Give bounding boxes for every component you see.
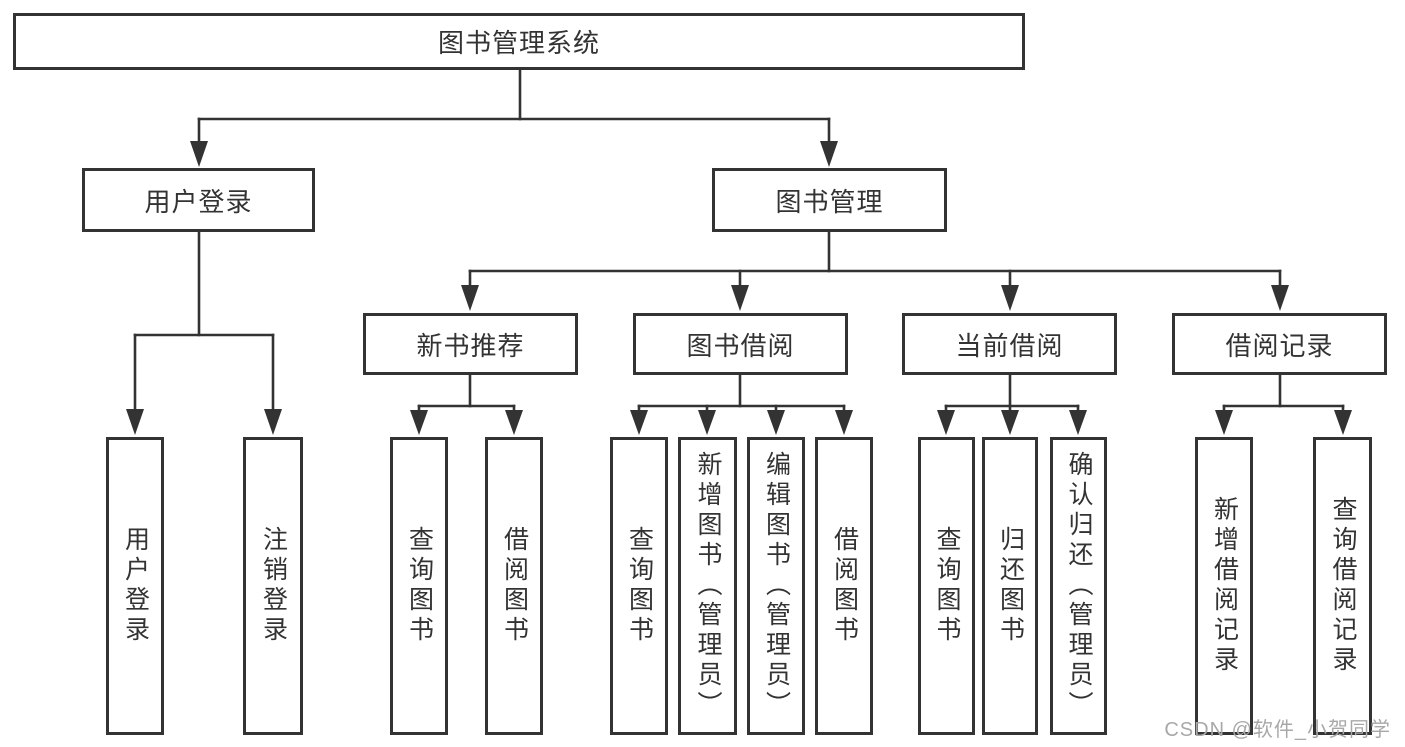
node-leaf-edit-books-admin-label: 编辑图书（管理员） — [762, 451, 791, 721]
connector-root-to-level2 — [190, 67, 838, 167]
node-leaf-add-borrow-record: 新增借阅记录 — [1195, 437, 1253, 735]
node-leaf-edit-books-admin: 编辑图书（管理员） — [747, 437, 805, 735]
node-leaf-query-borrow-record: 查询借阅记录 — [1313, 437, 1372, 735]
node-current-borrowing: 当前借阅 — [902, 313, 1117, 375]
node-library-management-system-label: 图书管理系统 — [437, 28, 600, 58]
node-leaf-user-login: 用户登录 — [106, 437, 164, 735]
arrowhead-borrow-books-1 — [505, 410, 523, 435]
node-leaf-confirm-return-admin: 确认归还（管理员） — [1050, 437, 1107, 735]
node-leaf-query-books-1: 查询图书 — [390, 437, 448, 735]
node-leaf-return-books: 归还图书 — [982, 437, 1038, 735]
node-leaf-query-borrow-record-label: 查询借阅记录 — [1329, 496, 1357, 676]
arrowhead-logout — [264, 409, 282, 435]
arrowhead-add-borrow-record — [1215, 410, 1233, 435]
node-leaf-query-books-3: 查询图书 — [918, 437, 975, 735]
node-leaf-query-books-2-label: 查询图书 — [625, 526, 654, 646]
node-leaf-add-books-admin-label: 新增图书（管理员） — [694, 451, 722, 721]
arrowhead-edit-books-admin — [767, 410, 785, 435]
csdn-watermark: CSDN @软件_小贺同学 — [1164, 719, 1391, 741]
node-leaf-borrow-books-1-label: 借阅图书 — [500, 526, 529, 646]
node-user-login: 用户登录 — [82, 168, 315, 232]
node-book-borrowing: 图书借阅 — [633, 313, 848, 375]
node-leaf-user-login-label: 用户登录 — [121, 526, 150, 646]
node-leaf-borrow-books-1: 借阅图书 — [485, 437, 543, 735]
arrowhead-query-borrow-record — [1334, 410, 1352, 435]
node-user-login-label: 用户登录 — [144, 186, 253, 217]
node-leaf-add-books-admin: 新增图书（管理员） — [678, 437, 737, 735]
connector-new-book-recommend-children — [410, 373, 523, 435]
node-leaf-query-books-1-label: 查询图书 — [405, 526, 434, 646]
node-current-borrowing-label: 当前借阅 — [955, 330, 1064, 361]
arrowhead-user-login-leaf — [126, 409, 144, 435]
node-leaf-query-books-2: 查询图书 — [610, 437, 668, 735]
connector-user-login-children — [126, 230, 282, 435]
arrowhead-book-management — [820, 141, 838, 167]
connector-borrowing-records-children — [1215, 373, 1352, 435]
arrowhead-query-books-3 — [937, 410, 955, 435]
connector-book-management-children — [461, 230, 1289, 311]
connector-current-borrowing-children — [937, 373, 1087, 435]
node-book-management-label: 图书管理 — [775, 186, 884, 217]
connector-book-borrowing-children — [630, 373, 853, 435]
node-leaf-logout-label: 注销登录 — [259, 526, 288, 646]
node-leaf-borrow-books-2-label: 借阅图书 — [830, 526, 859, 646]
node-leaf-confirm-return-admin-label: 确认归还（管理员） — [1065, 451, 1093, 721]
arrowhead-confirm-return-admin — [1069, 410, 1087, 435]
node-leaf-borrow-books-2: 借阅图书 — [815, 437, 873, 735]
arrowhead-borrowing-records — [1271, 285, 1289, 311]
arrowhead-borrow-books-2 — [835, 410, 853, 435]
arrowhead-return-books — [1001, 410, 1019, 435]
node-book-borrowing-label: 图书借阅 — [686, 330, 795, 361]
node-borrowing-records-label: 借阅记录 — [1225, 330, 1334, 361]
node-leaf-add-borrow-record-label: 新增借阅记录 — [1210, 496, 1239, 676]
arrowhead-add-books-admin — [698, 410, 716, 435]
node-borrowing-records: 借阅记录 — [1172, 313, 1387, 375]
arrowhead-user-login — [190, 141, 208, 167]
arrowhead-current-borrowing — [1001, 285, 1019, 311]
arrowhead-query-books-2 — [630, 410, 648, 435]
node-leaf-query-books-3-label: 查询图书 — [933, 526, 961, 646]
arrowhead-query-books-1 — [410, 410, 428, 435]
node-book-management: 图书管理 — [712, 168, 947, 232]
arrowhead-book-borrowing — [731, 285, 749, 311]
node-new-book-recommend-label: 新书推荐 — [416, 330, 525, 361]
node-new-book-recommend: 新书推荐 — [363, 313, 578, 375]
node-leaf-logout: 注销登录 — [243, 437, 303, 735]
arrowhead-new-book-recommend — [461, 285, 479, 311]
node-leaf-return-books-label: 归还图书 — [996, 526, 1025, 646]
node-library-management-system: 图书管理系统 — [13, 13, 1025, 70]
